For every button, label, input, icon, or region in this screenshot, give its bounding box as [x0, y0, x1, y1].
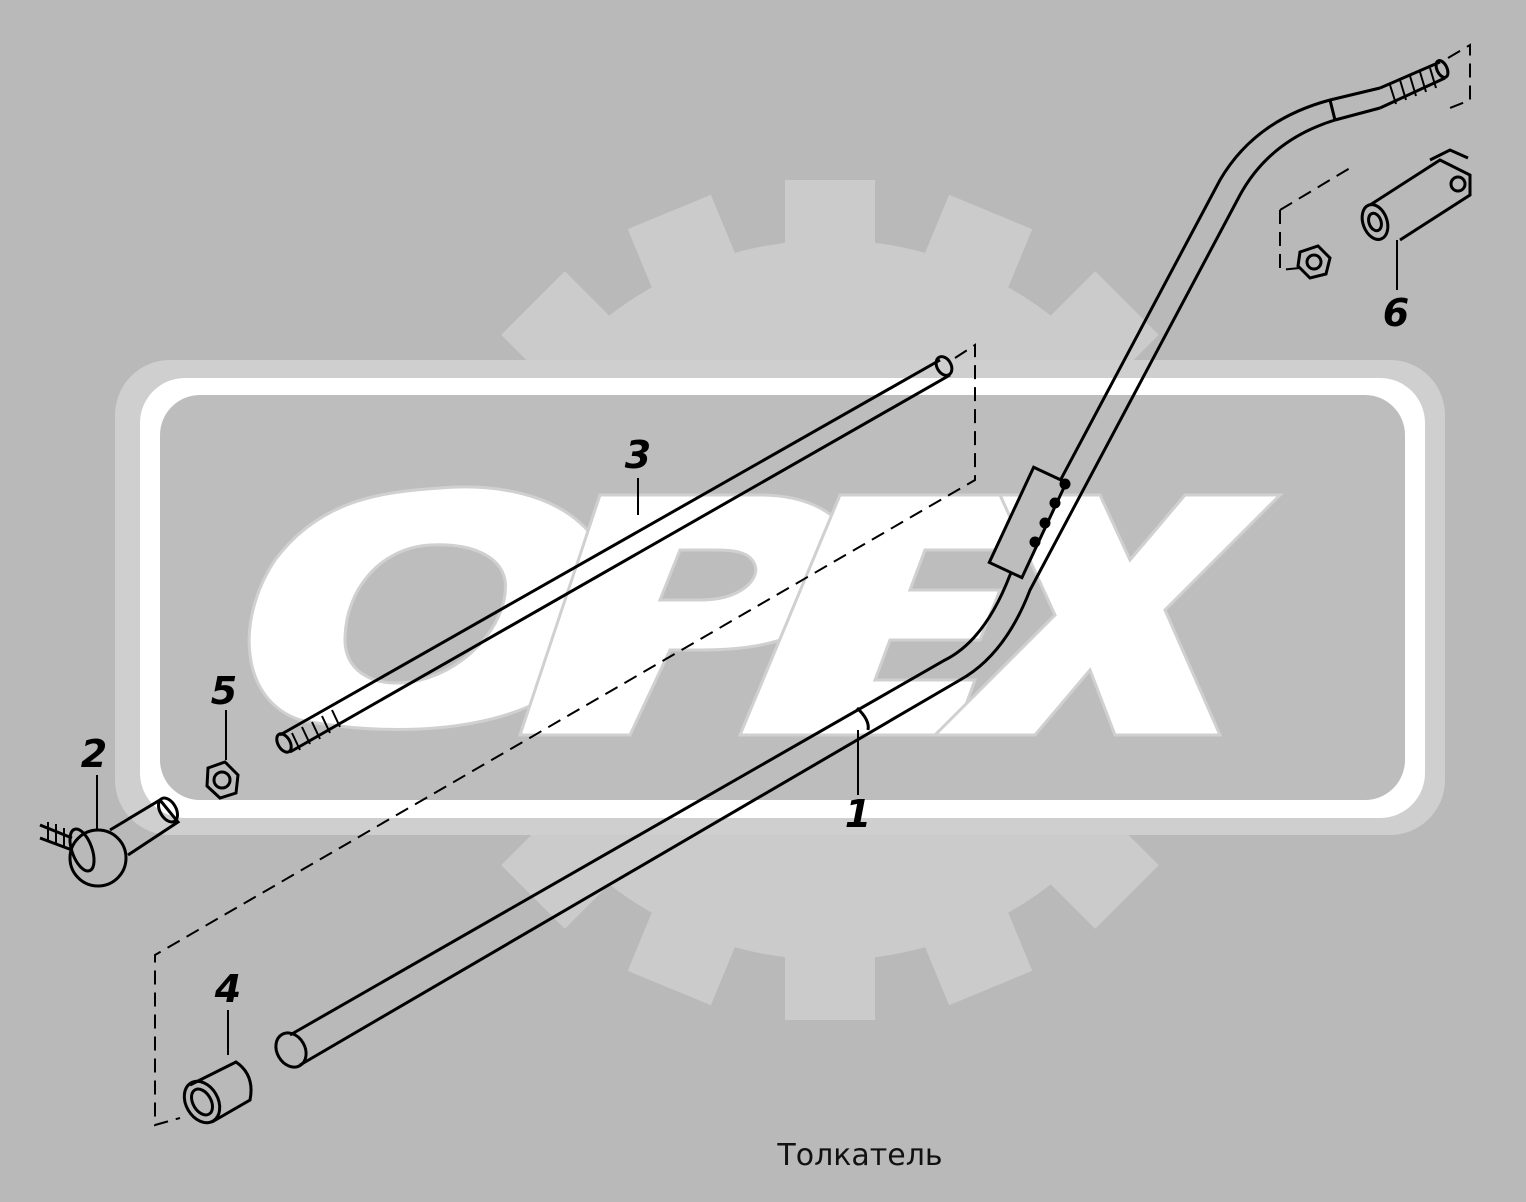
gear-tooth: [785, 930, 875, 1020]
gear-tooth: [914, 887, 1033, 1006]
gear-tooth: [627, 887, 746, 1006]
bushing: [182, 1060, 253, 1125]
callout-3: 3: [624, 433, 652, 477]
threaded-rod: [275, 355, 954, 754]
callout-2: 2: [80, 732, 108, 776]
gear-tooth: [627, 194, 746, 313]
callout-5: 5: [210, 669, 238, 713]
clevis-fork: [1296, 148, 1472, 280]
assembly-lines: [154, 43, 1471, 1127]
gear-tooth: [914, 194, 1033, 313]
watermark-letters: [247, 485, 1284, 737]
callout-1: 1: [844, 792, 872, 836]
leader-lines: [96, 240, 1398, 1055]
diagram-caption: Толкатель: [777, 1138, 943, 1173]
gear-tooth: [785, 180, 875, 270]
nut: [205, 760, 240, 800]
ball-joint-end: [39, 796, 181, 888]
push-rod-main: [274, 59, 1450, 1069]
callout-4: 4: [214, 967, 242, 1011]
callout-6: 6: [1382, 291, 1410, 335]
